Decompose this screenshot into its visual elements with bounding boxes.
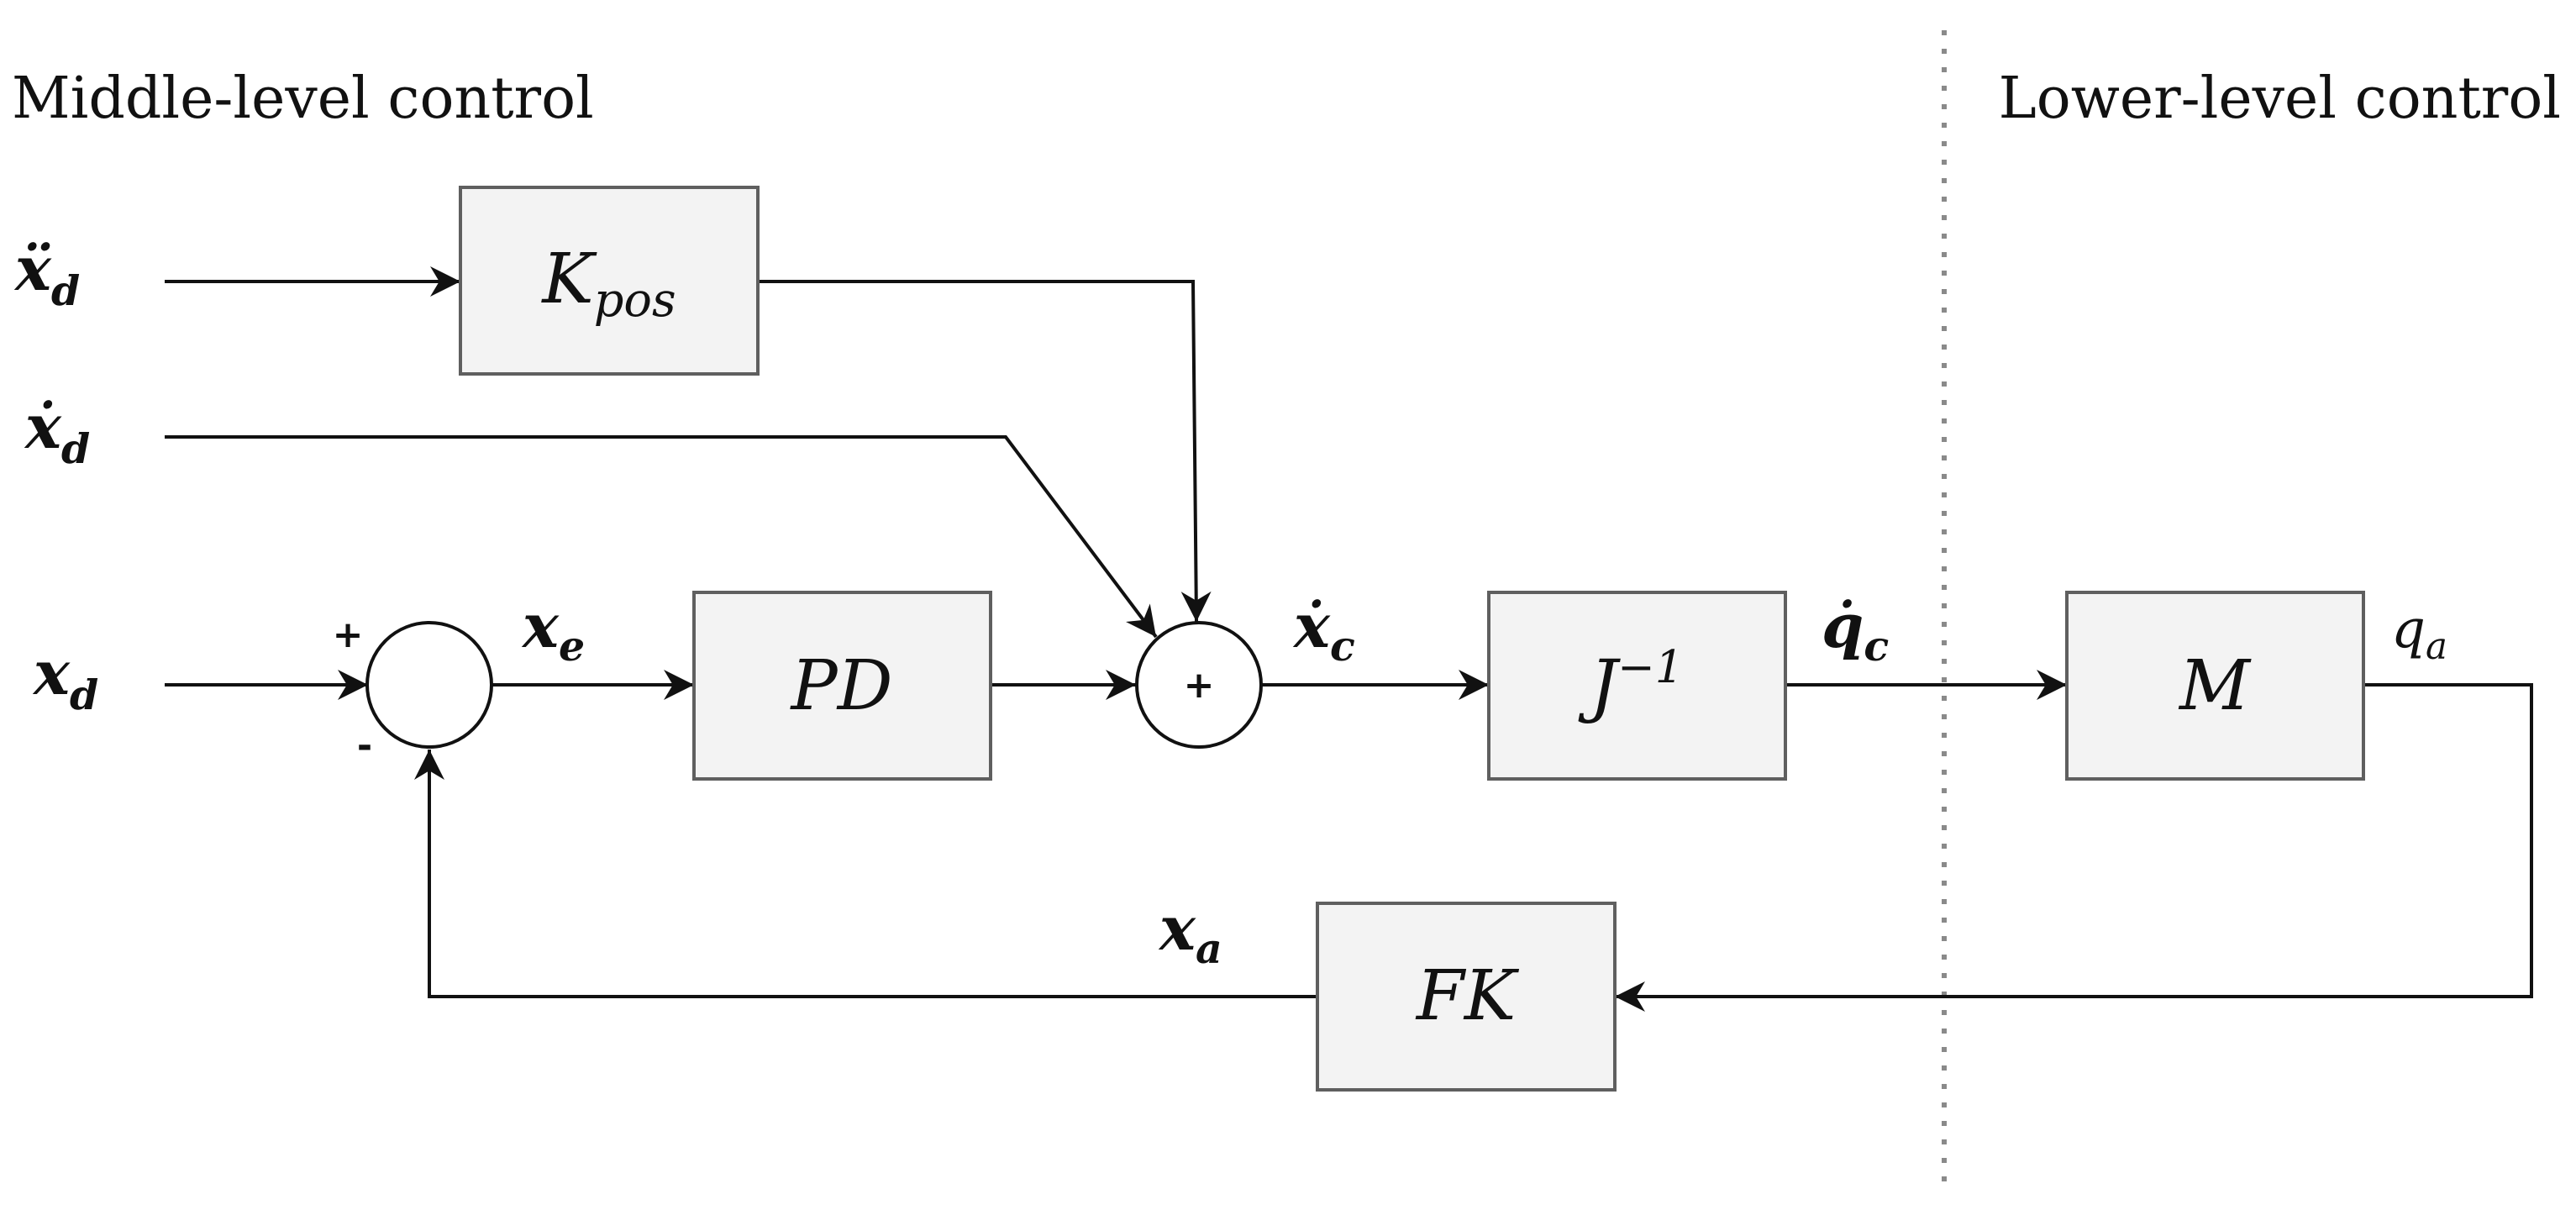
signal-label-qdot-c: q̇c — [1822, 590, 1889, 671]
signal-label-xdot-c: ẋc — [1292, 590, 1355, 671]
fk-block: FK — [1316, 902, 1617, 1092]
lower-level-control-title: Lower-level control — [1999, 66, 2561, 132]
pd-label: PD — [790, 646, 893, 726]
m-label: M — [2178, 646, 2252, 726]
pd-block: PD — [692, 591, 992, 781]
middle-level-control-title: Middle-level control — [12, 66, 594, 132]
kpos-label: Kpos — [540, 239, 676, 328]
jinv-block: J−1 — [1487, 591, 1787, 781]
plus-sign: + — [333, 613, 364, 656]
wire-m-to-fk — [1615, 683, 2533, 1012]
input-label-xdot-d: ẋd — [24, 391, 90, 473]
wire-fk-to-error-sum — [414, 750, 1317, 998]
input-label-x-d: xd — [32, 637, 98, 719]
fk-label: FK — [1415, 956, 1520, 1036]
m-block: M — [2065, 591, 2365, 781]
wire-xdot-to-sum — [165, 435, 1158, 639]
velocity-summing-junction: + — [1135, 621, 1263, 749]
error-summing-junction: + - — [333, 613, 493, 767]
minus-sign: - — [357, 724, 372, 767]
signal-label-x-e: xe — [521, 590, 585, 671]
kpos-block: Kpos — [459, 186, 760, 376]
signal-label-q-a: qa — [2391, 598, 2447, 668]
signal-label-x-a: xa — [1158, 892, 1222, 973]
plus-sign: + — [1184, 664, 1215, 707]
input-label-xdd-d: ẍd — [13, 233, 80, 315]
wire-kpos-to-sum — [758, 280, 1212, 623]
